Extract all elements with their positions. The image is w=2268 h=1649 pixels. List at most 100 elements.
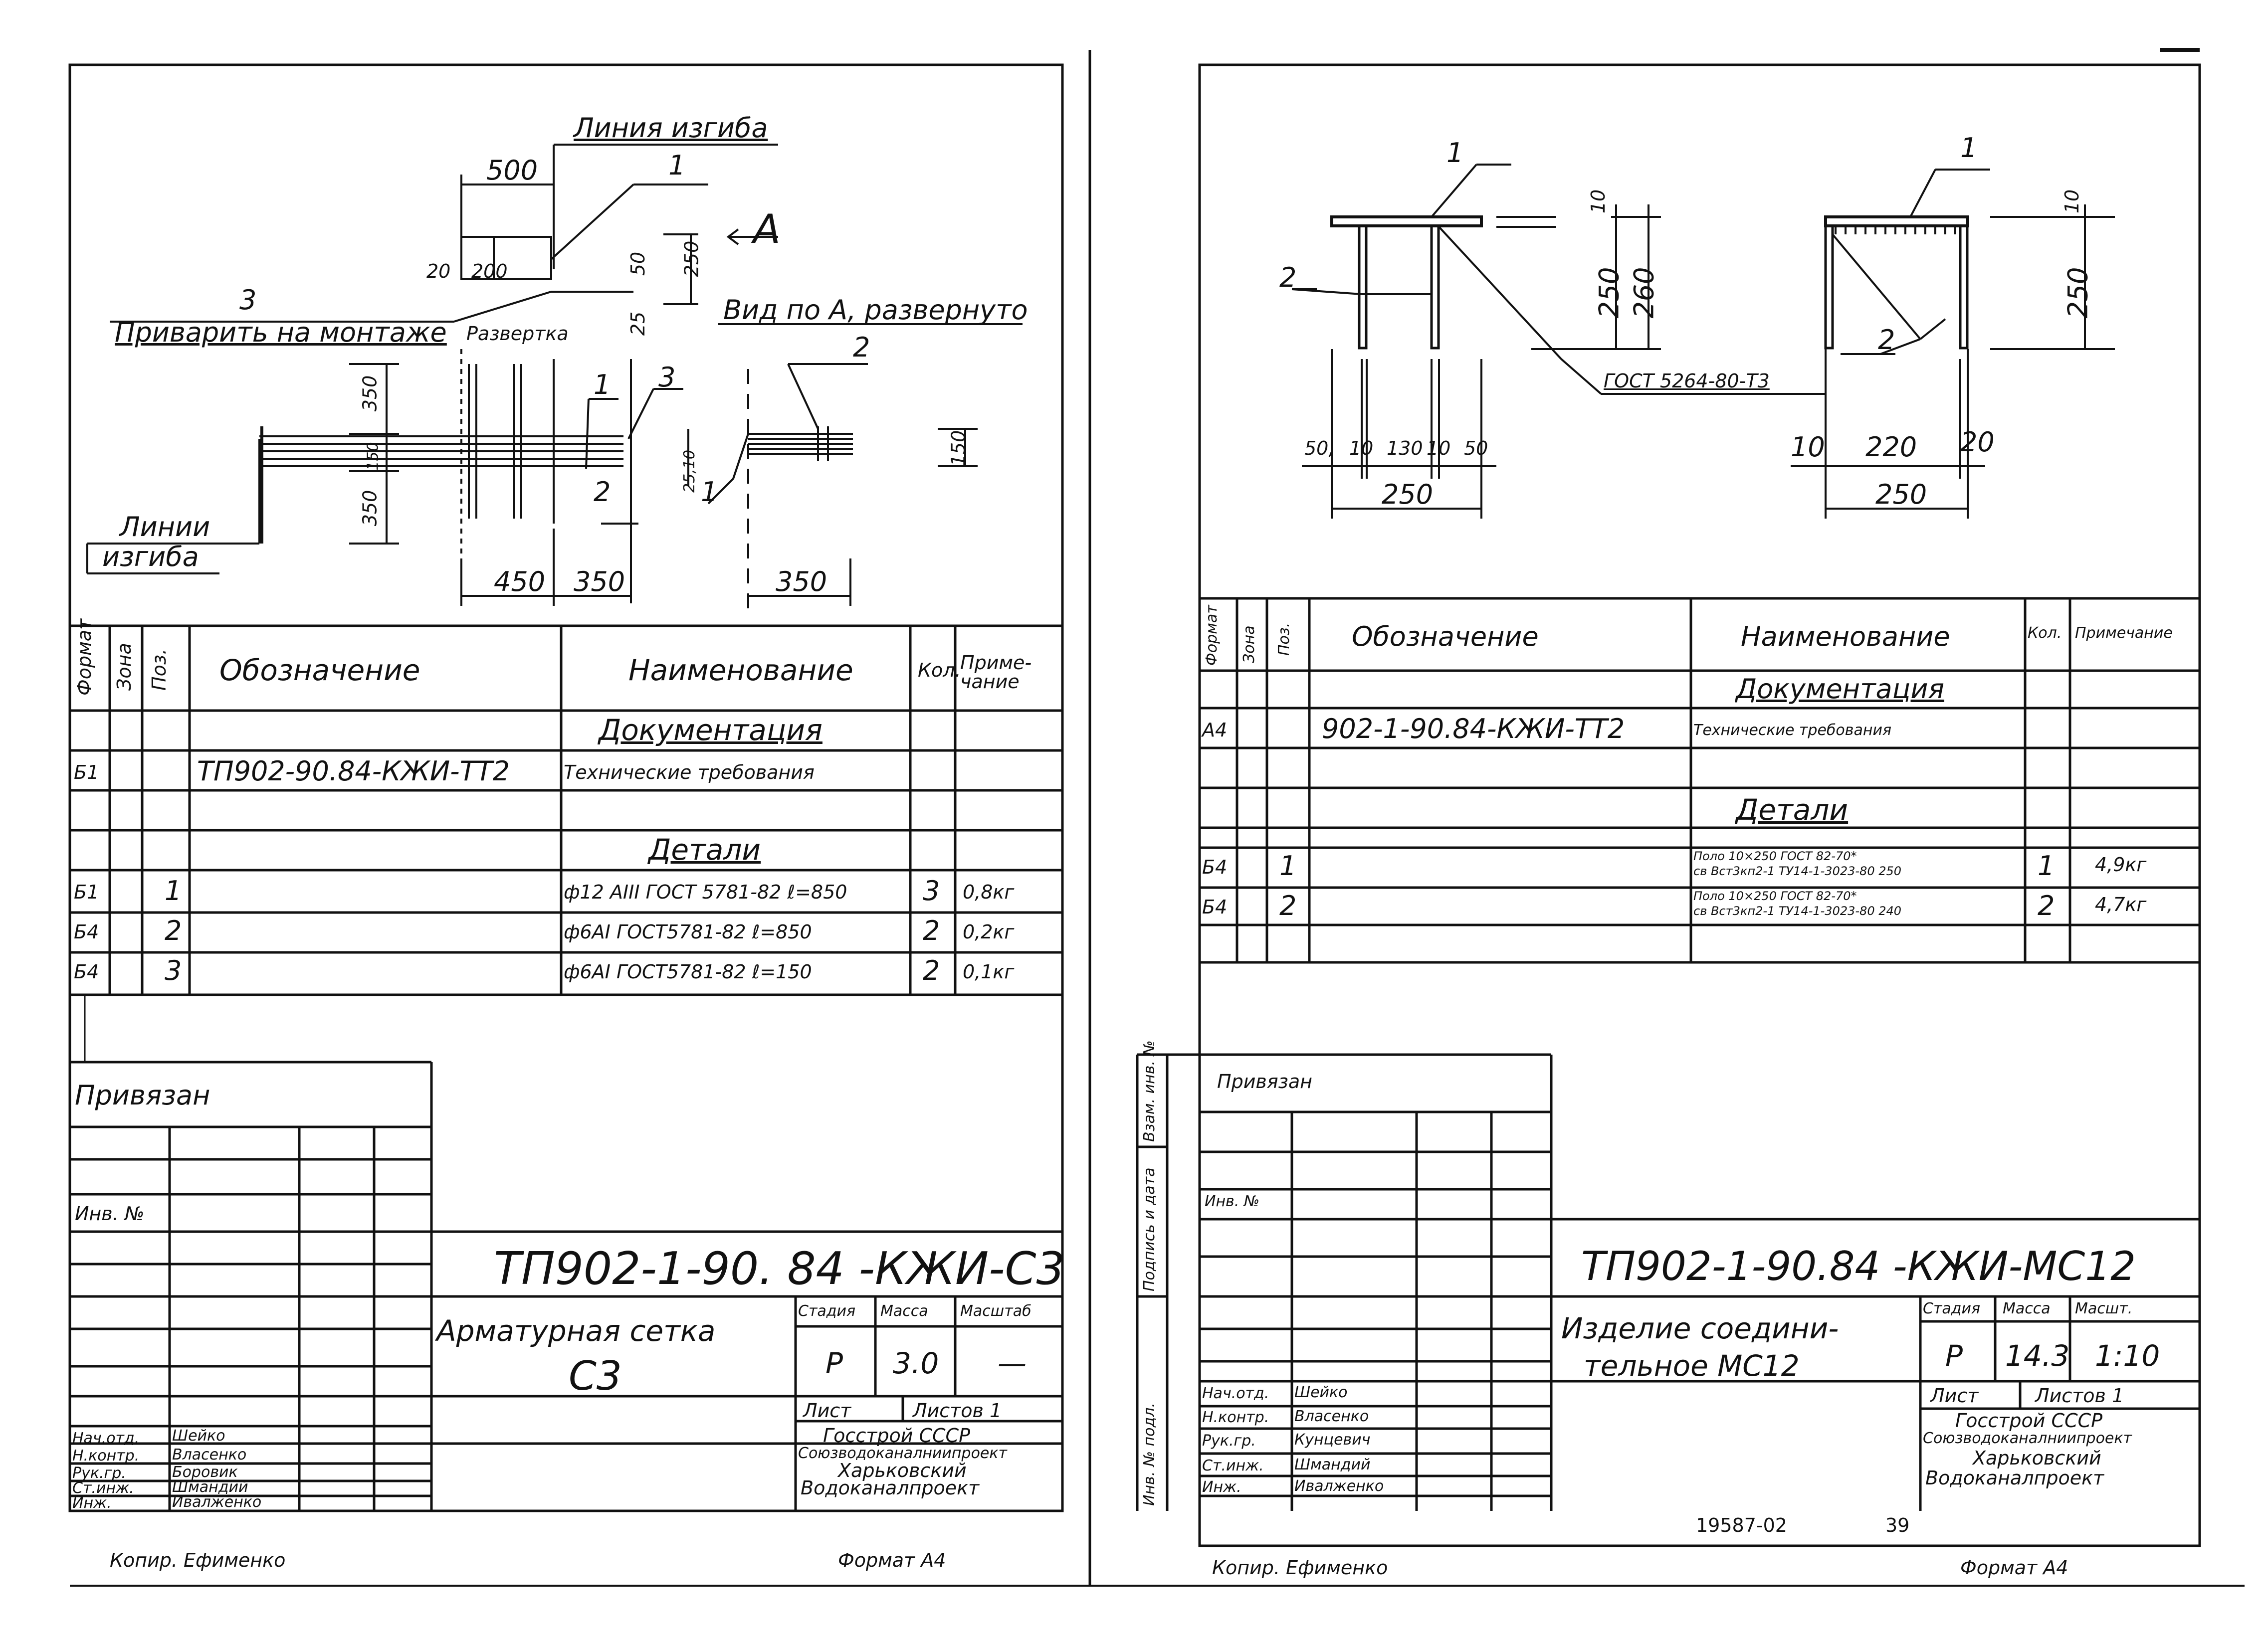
r-spec-h-zone: Зона [1240,625,1258,663]
person-4-role: Ст.инж. [72,1479,134,1497]
pos-2b-label: 2 [1878,324,1895,356]
r-person-5-role: Инж. [1202,1478,1241,1496]
list-label: Лист [803,1400,851,1422]
r-person-3-role: Рук.гр. [1202,1432,1256,1450]
spec-h-format: Формат [73,618,95,696]
r-row1-note: 4,9кг [2095,854,2147,876]
r-org-3: Харьковский [1973,1447,2101,1469]
pos-1b-label: 1 [1960,132,1978,164]
r-inv-label: Инв. № [1205,1193,1260,1210]
r-org-1: Госстрой СССР [1955,1410,2103,1432]
side-podpis: Подпись и дата [1141,1167,1158,1292]
r-row1-format: Б4 [1202,856,1228,878]
dim-350-view: 350 [776,566,827,597]
dim-350-bot: 350 [574,566,625,597]
inv-label: Инв. № [75,1203,145,1225]
bend-line-label: Линия изгиба [574,112,768,144]
view-a-arrow-label: A [753,206,781,252]
row3-name: ф6АI ГОСТ5781-82 ℓ=150 [564,961,812,983]
dim-250a: 250 [1593,267,1625,319]
r-spec-h-qty: Кол. [2028,624,2062,642]
r-row2-name2: св Вст3кп2-1 ТУ14-1-3023-80 240 [1693,904,1902,918]
person-3-role: Рук.гр. [72,1465,126,1482]
row3-qty: 2 [923,955,940,986]
r-person-2-role: Н.контр. [1202,1409,1269,1426]
r-masht-value: 1:10 [2095,1339,2160,1373]
row2-qty: 2 [923,915,940,946]
spec-h-pos: Поз. [148,648,170,691]
row1-qty: 3 [923,875,940,907]
org-3: Харьковский [838,1460,967,1481]
r-copied-by: Копир. Ефименко [1212,1557,1388,1579]
r-person-5-name: Ивалженко [1294,1477,1384,1495]
dim-c10: 10 [1791,431,1825,463]
row1-note: 0,8кг [963,881,1015,903]
r-person-2-name: Власенко [1294,1408,1369,1425]
pos-3-label: 3 [239,284,257,316]
r-row2-format: Б4 [1202,896,1228,918]
pos-1-view: 1 [701,476,718,508]
gost-weld-label: ГОСТ 5264-80-Т3 [1604,370,1770,392]
r-spec-h-note: Примечание [2075,624,2173,642]
r-spec-h-designation: Обозначение [1352,621,1539,652]
r-row1-name2: св Вст3кп2-1 ТУ14-1-3023-80 250 [1693,864,1902,878]
view-a-title: Вид по А, развернуто [723,294,1028,326]
r-row2-pos: 2 [1279,890,1297,921]
r-org-2: Союзводоканалниипроект [1923,1430,2132,1447]
person-3-name: Боровик [172,1464,238,1481]
dim-25-10: 25,10 [680,450,698,493]
side-inv-podl: Инв. № подл. [1141,1403,1158,1506]
org-2: Союзводоканалниипроект [798,1445,1007,1462]
pos-2-mesh: 2 [594,476,611,508]
dim-b50b: 50 [1464,437,1488,459]
dim-b10a: 10 [1349,437,1374,459]
weld-note: Приварить на монтаже [115,317,447,348]
r-format-label: Формат А4 [1960,1557,2068,1579]
r-stadia-value: Р [1945,1339,1963,1373]
spec-h-zone: Зона [113,643,135,691]
r-doc-code: ТП902-1-90.84 -КЖИ-МС12 [1581,1243,2136,1289]
massa-value: 3.0 [893,1346,939,1380]
stadia-value: Р [825,1346,843,1380]
r-privyazan-label: Привязан [1217,1071,1312,1093]
r-doc-name: Технические требования [1693,722,1891,739]
r-row1-pos: 1 [1279,850,1297,882]
dim-150: 150 [364,442,382,471]
stadia-header: Стадия [798,1302,856,1320]
row3-note: 0,1кг [963,961,1015,983]
page-number: 39 [1885,1514,1910,1536]
r-org-4: Водоканалпроект [1925,1467,2104,1489]
r-section-documentation: Документация [1736,673,1944,705]
title-line-2: С3 [569,1353,622,1399]
doc-format: Б1 [74,761,99,783]
row3-format: Б4 [74,961,99,983]
dim-350-top: 350 [359,375,381,412]
dim-b10b: 10 [1427,437,1451,459]
r-listov-label: Листов 1 [2035,1385,2124,1407]
r-row2-note: 4,7кг [2095,894,2147,916]
dim-10b: 10 [2061,189,2083,214]
pos-3-mesh: 3 [658,362,676,393]
spec-h-note: Приме-чание [960,652,1032,693]
org-4: Водоканалпроект [801,1477,980,1499]
r-title-line-1: Изделие соедини- [1561,1311,1839,1345]
doc-designation: ТП902-90.84-КЖИ-ТТ2 [197,755,510,787]
dim-20: 20 [426,260,451,282]
pos-2a-label: 2 [1279,262,1297,293]
r-spec-h-name: Наименование [1741,621,1950,652]
row1-pos: 1 [165,875,182,907]
doc-name: Технические требования [564,761,815,783]
person-5-name: Ивалженко [172,1493,262,1511]
person-2-role: Н.контр. [72,1447,140,1465]
r-spec-h-pos: Поз. [1275,622,1293,656]
spec-h-name: Наименование [628,653,853,687]
copied-by: Копир. Ефименко [110,1549,286,1571]
r-row2-name1: Поло 10×250 ГОСТ 82-70* [1693,889,1857,903]
r-list-label: Лист [1930,1385,1979,1407]
r-person-1-name: Шейко [1294,1384,1348,1401]
dim-25: 25 [627,311,649,336]
person-4-name: Шмандий [172,1478,248,1496]
r-massa-value: 14.3 [2005,1339,2070,1373]
dim-10a: 10 [1587,189,1610,214]
